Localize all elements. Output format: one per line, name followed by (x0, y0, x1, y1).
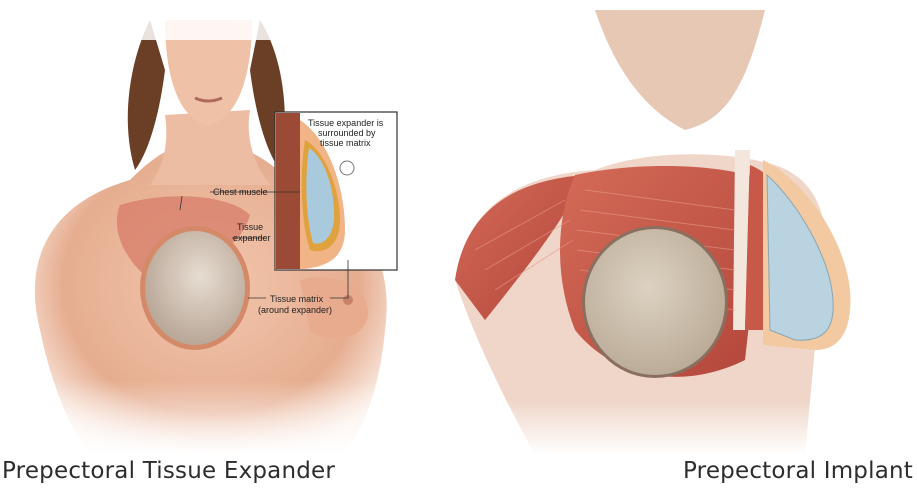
inset-label-line3: tissue matrix (320, 138, 371, 148)
label-tissue-expander-1: Tissue (237, 222, 263, 232)
left-illustration-svg: Tissue expander is surrounded by tissue … (0, 0, 420, 455)
implant-shape (585, 229, 725, 375)
prepectoral-implant-illustration (445, 0, 917, 455)
label-chest-muscle: Chest muscle (213, 187, 268, 197)
label-tissue-matrix-1: Tissue matrix (270, 294, 324, 304)
tissue-expander-shape (145, 231, 245, 345)
bottom-fade (0, 380, 420, 455)
hair-left (128, 20, 165, 170)
label-tissue-matrix-2: (around expander) (258, 305, 332, 315)
cross-section-inset: Tissue expander is surrounded by tissue … (275, 112, 397, 270)
bottom-fade-right (445, 400, 917, 455)
inset-label-line2: surrounded by (318, 128, 376, 138)
neck-shape-right (595, 10, 765, 130)
inset-chest-wall (276, 113, 300, 269)
inset-label-line1: Tissue expander is (308, 118, 384, 128)
label-tissue-expander-2: expander (233, 233, 271, 243)
top-fade (0, 0, 420, 40)
caption-prepectoral-implant: Prepectoral Implant (683, 458, 913, 484)
prepectoral-tissue-expander-illustration: Tissue expander is surrounded by tissue … (0, 0, 420, 455)
caption-prepectoral-tissue-expander: Prepectoral Tissue Expander (2, 458, 335, 484)
right-illustration-svg (445, 0, 917, 455)
